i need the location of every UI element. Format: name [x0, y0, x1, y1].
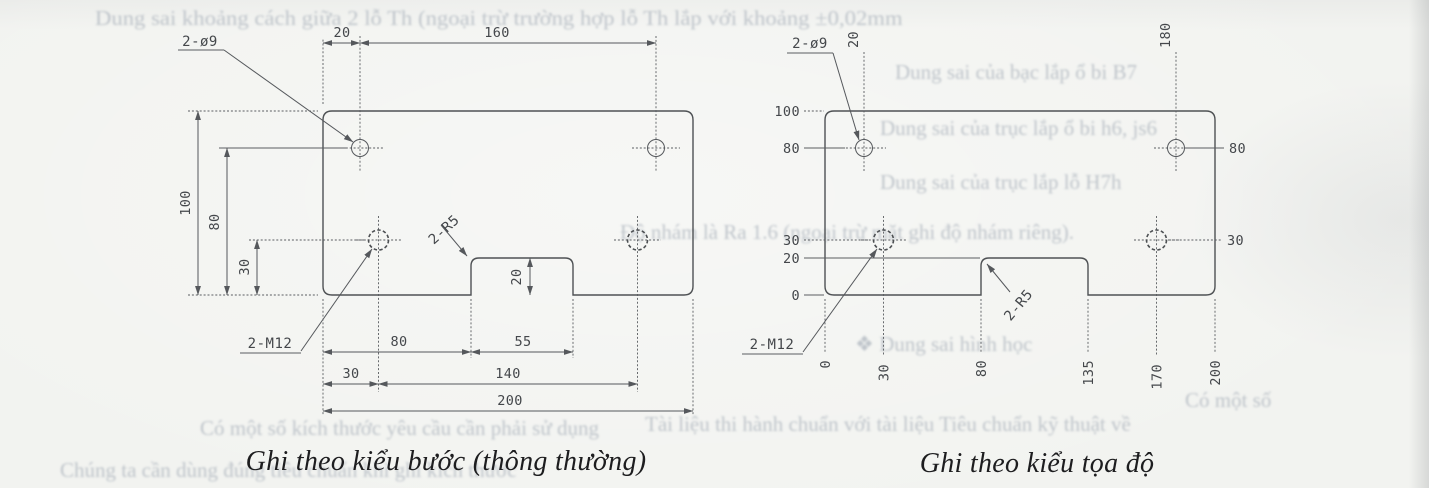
caption-step-dimensioning: Ghi theo kiểu bước (thông thường)	[245, 446, 647, 477]
hole-d9	[1167, 139, 1185, 157]
ord-left-20: 20	[783, 251, 800, 267]
dim-left-100: 100	[178, 190, 194, 216]
ord-bottom-0: 0	[818, 360, 834, 369]
ord-bottom-30: 30	[877, 364, 893, 381]
label-2-d9: 2-ø9	[792, 36, 828, 52]
hole-d9	[351, 139, 369, 157]
leader-line	[802, 248, 878, 353]
ord-bottom-80: 80	[974, 360, 990, 377]
ord-top-180: 180	[1158, 22, 1174, 48]
leader-line	[986, 263, 1011, 293]
dim-bot-140: 140	[495, 366, 521, 382]
label-2-m12: 2-M12	[248, 336, 293, 352]
leader-line	[440, 224, 468, 257]
ord-left-0: 0	[791, 288, 800, 304]
leader-line	[832, 52, 860, 141]
label-2-d9: 2-ø9	[182, 34, 218, 50]
ord-bottom-200: 200	[1208, 360, 1224, 386]
dim-top-160: 160	[484, 25, 510, 41]
hole-d9	[647, 139, 665, 157]
right-drawing: 100 80 30 20 0 80 30 20 180 0 30 80 135 …	[742, 22, 1246, 390]
ord-top-20: 20	[846, 31, 862, 48]
hole-m12	[367, 229, 390, 251]
label-2-r5: 2-R5	[426, 212, 463, 248]
hole-m12	[1145, 229, 1168, 251]
hole-m12	[872, 229, 895, 251]
label-2-r5: 2-R5	[1001, 287, 1036, 325]
dim-bot-55: 55	[514, 334, 531, 350]
plate-outline	[824, 110, 1216, 296]
hole-m12	[626, 229, 649, 251]
dim-top-20: 20	[333, 25, 350, 41]
dim-notch-20: 20	[509, 268, 525, 285]
label-2-m12: 2-M12	[750, 337, 795, 353]
caption-ordinate-dimensioning: Ghi theo kiểu tọa độ	[919, 448, 1155, 479]
ord-left-80: 80	[783, 141, 800, 157]
dim-left-30: 30	[237, 258, 253, 275]
ord-right-80: 80	[1229, 141, 1246, 157]
ord-left-100: 100	[774, 104, 800, 120]
ord-bottom-170: 170	[1150, 364, 1166, 390]
ord-bottom-135: 135	[1081, 360, 1097, 386]
ord-left-30: 30	[783, 233, 800, 249]
leader-line	[300, 248, 373, 352]
hole-d9	[855, 139, 873, 157]
dim-bot-80: 80	[390, 334, 407, 350]
dim-bot-30: 30	[342, 366, 359, 382]
plate-outline	[322, 110, 694, 296]
leader-line	[223, 49, 354, 143]
dim-left-80: 80	[207, 213, 223, 230]
dim-bot-200: 200	[497, 393, 523, 409]
left-drawing: 20 160 100 80 30 20 80 55	[178, 25, 694, 416]
ord-right-30: 30	[1227, 233, 1244, 249]
